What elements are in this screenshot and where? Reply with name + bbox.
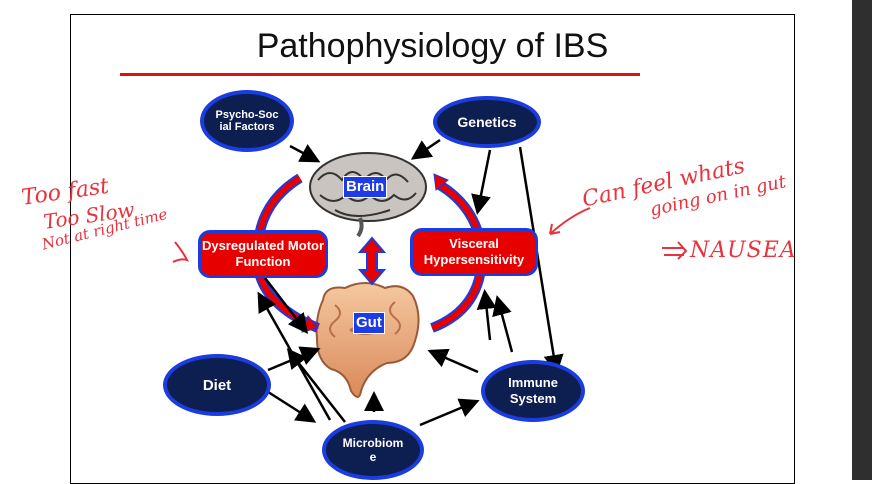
microbiome-label: Microbiom e: [342, 436, 404, 464]
microbiome-node: Microbiom e: [322, 420, 424, 480]
motor-function-box: Dysregulated Motor Function: [198, 230, 328, 278]
genetics-node: Genetics: [433, 96, 541, 148]
diet-label: Diet: [202, 376, 232, 394]
psycho-social-node: Psycho-Soc ial Factors: [200, 90, 294, 152]
title-underline: [120, 73, 640, 76]
diet-node: Diet: [163, 354, 271, 416]
immune-system-label: Immune System: [508, 375, 558, 406]
visceral-hypersensitivity-box: Visceral Hypersensitivity: [410, 228, 538, 276]
gut-icon: [315, 282, 420, 398]
visceral-hypersensitivity-label: Visceral Hypersensitivity: [423, 236, 525, 267]
motor-function-label: Dysregulated Motor Function: [201, 238, 325, 269]
page-title: Pathophysiology of IBS: [256, 27, 609, 65]
immune-system-node: Immune System: [481, 360, 585, 422]
psycho-social-label: Psycho-Soc ial Factors: [215, 109, 279, 133]
connection-arrows: [257, 138, 564, 427]
gut-label: Gut: [353, 312, 385, 334]
brain-label: Brain: [343, 176, 388, 198]
brain-gut-double-arrow: [357, 236, 387, 286]
genetics-label: Genetics: [457, 114, 517, 130]
window-edge-bar: [852, 0, 872, 480]
